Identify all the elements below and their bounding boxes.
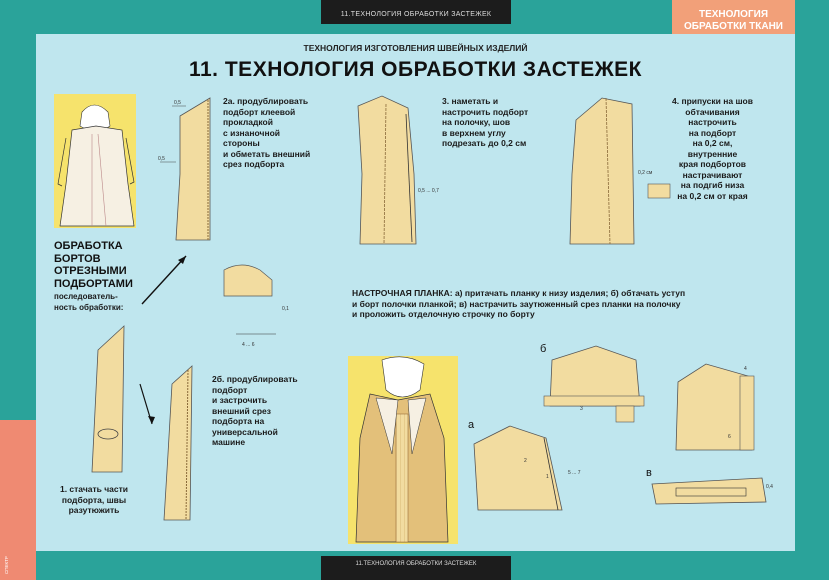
poster-panel: ТЕХНОЛОГИЯ ИЗГОТОВЛЕНИЯ ШВЕЙНЫХ ИЗДЕЛИЙ … xyxy=(36,34,795,551)
placket-a-drawing xyxy=(473,425,563,511)
seam-detail-drawing xyxy=(223,264,276,335)
badge-line-2: ОБРАБОТКИ ТКАНИ xyxy=(684,21,783,32)
sequence-label: последователь-ность обработки: xyxy=(54,292,124,312)
dim-4-6: 4 ... 6 xyxy=(242,342,255,348)
dim-5-7: 5 ... 7 xyxy=(568,470,581,476)
dim-3: 3 xyxy=(580,406,583,412)
dim-02: 0,2 см xyxy=(638,170,653,176)
placket-b-drawing xyxy=(543,345,645,423)
placket-garment-illustration xyxy=(348,356,458,544)
publisher-logo: СПЕКТР xyxy=(4,556,9,574)
facing-1-drawing xyxy=(91,325,125,473)
dim-6: 6 xyxy=(728,434,731,440)
dim-2: 2 xyxy=(524,458,527,464)
dim-01: 0,1 xyxy=(282,306,289,312)
dim-04: 0,4 xyxy=(766,484,773,490)
facing-2a-drawing xyxy=(160,97,211,241)
label-v: в xyxy=(646,467,652,479)
category-badge: ТЕХНОЛОГИЯ ОБРАБОТКИ ТКАНИ xyxy=(672,0,795,40)
poster-title: 11. ТЕХНОЛОГИЯ ОБРАБОТКИ ЗАСТЕЖЕК xyxy=(188,58,643,81)
placket-text: НАСТРОЧНАЯ ПЛАНКА: а) притачать планку к… xyxy=(352,288,686,319)
coat-illustration xyxy=(54,94,136,228)
dim-1: 1 xyxy=(546,474,549,480)
front-4-drawing xyxy=(569,97,671,245)
label-b: б xyxy=(540,343,546,355)
badge-line-1: ТЕХНОЛОГИЯ xyxy=(698,9,769,20)
placket-right-drawing xyxy=(675,363,755,451)
facing-2b-drawing xyxy=(163,365,193,521)
top-bar-title: 11.ТЕХНОЛОГИЯ ОБРАБОТКИ ЗАСТЕЖЕК xyxy=(321,0,511,24)
illustrations: а б в 0,5 0,5 0,5 ... 0,7 0,2 см 0,1 4 .… xyxy=(54,94,773,544)
dim-05: 0,5 xyxy=(174,100,181,106)
placket-v-drawing xyxy=(651,477,767,505)
poster-subtitle: ТЕХНОЛОГИЯ ИЗГОТОВЛЕНИЯ ШВЕЙНЫХ ИЗДЕЛИЙ xyxy=(303,43,528,53)
dim-4: 4 xyxy=(744,366,747,372)
label-a: а xyxy=(468,419,475,431)
publisher-strip: СПЕКТР xyxy=(0,420,36,580)
dim-05-b: 0,5 xyxy=(158,156,165,162)
dim-05-07: 0,5 ... 0,7 xyxy=(418,188,439,194)
front-3-drawing xyxy=(357,95,417,245)
bottom-bar-title: 11.ТЕХНОЛОГИЯ ОБРАБОТКИ ЗАСТЕЖЕК xyxy=(321,556,511,580)
